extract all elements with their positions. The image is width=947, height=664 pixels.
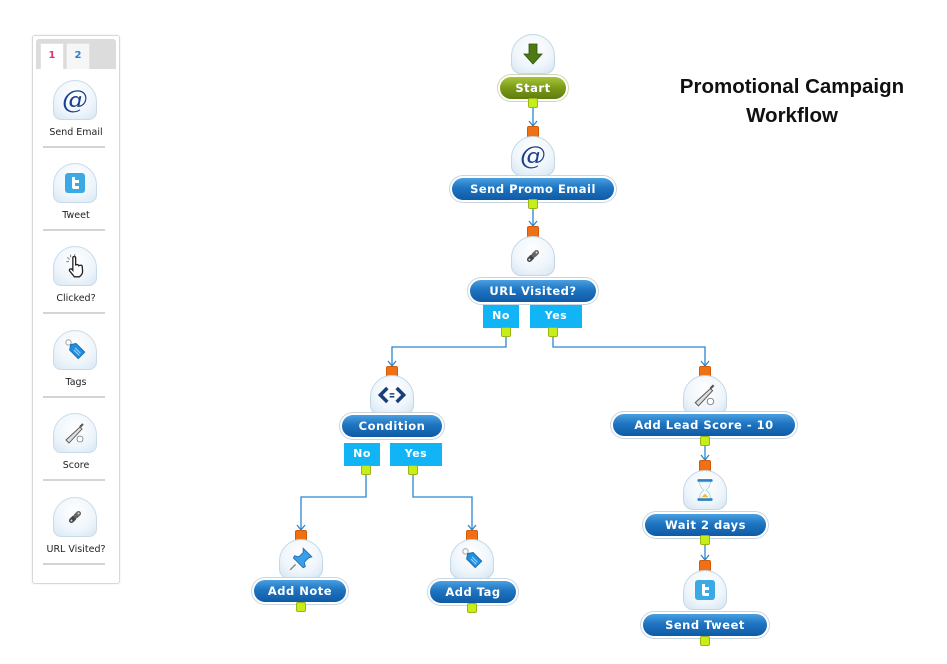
output-port[interactable] (700, 636, 710, 646)
connector-condition-no-to-add-note (300, 472, 367, 530)
palette-item-clicked[interactable]: Clicked? (33, 246, 119, 328)
divider (43, 396, 105, 398)
compare-icon[interactable] (370, 375, 414, 415)
palette-item-tweet[interactable]: Tweet (33, 163, 119, 245)
connector-condition-yes-to-add-tag (412, 472, 473, 530)
palette-item-score[interactable]: Score (33, 413, 119, 495)
divider (43, 229, 105, 231)
node-wait[interactable]: Wait 2 days (645, 514, 766, 536)
connector-url-visited-yes-to-add-lead-score (552, 334, 706, 366)
output-port[interactable] (548, 327, 558, 337)
hourglass-icon[interactable] (683, 470, 727, 510)
node-add-note[interactable]: Add Note (254, 580, 346, 602)
output-port[interactable] (528, 98, 538, 108)
palette-item-label: Score (62, 460, 90, 471)
node-start[interactable]: Start (500, 77, 566, 99)
output-port[interactable] (528, 199, 538, 209)
connector-url-visited-no-to-condition (391, 334, 507, 366)
bat-ball-icon[interactable] (683, 375, 727, 415)
node-send-promo-email[interactable]: Send Promo Email (452, 178, 614, 200)
branch-condition-no[interactable]: No (344, 443, 380, 466)
pointer-click-icon (53, 246, 97, 286)
palette-item-url-visited[interactable]: URL Visited? (33, 497, 119, 579)
twitter-icon[interactable] (683, 570, 727, 610)
output-port[interactable] (700, 436, 710, 446)
palette-item-label: Clicked? (56, 293, 96, 304)
output-port[interactable] (296, 602, 306, 612)
down-arrow-icon[interactable] (511, 34, 555, 74)
palette-tabs: 1 2 (36, 39, 116, 69)
branch-url-visited-yes[interactable]: Yes (530, 305, 582, 328)
twitter-icon (53, 163, 97, 203)
palette-item-label: Tweet (62, 210, 90, 221)
pushpin-icon[interactable] (279, 539, 323, 579)
divider (43, 563, 105, 565)
node-add-tag[interactable]: Add Tag (430, 581, 516, 603)
output-port[interactable] (408, 465, 418, 475)
title-line-2: Workflow (746, 104, 838, 127)
node-add-lead-score[interactable]: Add Lead Score - 10 (613, 414, 795, 436)
output-port[interactable] (467, 603, 477, 613)
at-sign-icon[interactable] (511, 136, 555, 176)
output-port[interactable] (700, 535, 710, 545)
node-url-visited[interactable]: URL Visited? (470, 280, 596, 302)
divider (43, 146, 105, 148)
output-port[interactable] (361, 465, 371, 475)
at-sign-icon (53, 80, 97, 120)
diagram-title: Promotional Campaign Workflow (652, 72, 932, 130)
palette-item-tags[interactable]: Tags (33, 330, 119, 412)
node-send-tweet[interactable]: Send Tweet (643, 614, 767, 636)
output-port[interactable] (501, 327, 511, 337)
divider (43, 479, 105, 481)
tag-icon (53, 330, 97, 370)
link-icon[interactable] (511, 236, 555, 276)
title-line-1: Promotional Campaign (679, 75, 905, 98)
branch-condition-yes[interactable]: Yes (390, 443, 442, 466)
palette-tab-1[interactable]: 1 (40, 43, 64, 69)
bat-ball-icon (53, 413, 97, 453)
palette-item-label: URL Visited? (46, 544, 106, 555)
link-icon (53, 497, 97, 537)
palette-item-send-email[interactable]: Send Email (33, 80, 119, 162)
branch-url-visited-no[interactable]: No (483, 305, 519, 328)
node-condition[interactable]: Condition (342, 415, 442, 437)
tag-icon[interactable] (450, 539, 494, 579)
divider (43, 312, 105, 314)
palette-item-label: Send Email (49, 127, 103, 138)
node-palette: 1 2 Send Email Tweet Clicked? Tags Score… (32, 35, 120, 584)
palette-item-label: Tags (65, 377, 87, 388)
palette-tab-2[interactable]: 2 (66, 43, 90, 69)
